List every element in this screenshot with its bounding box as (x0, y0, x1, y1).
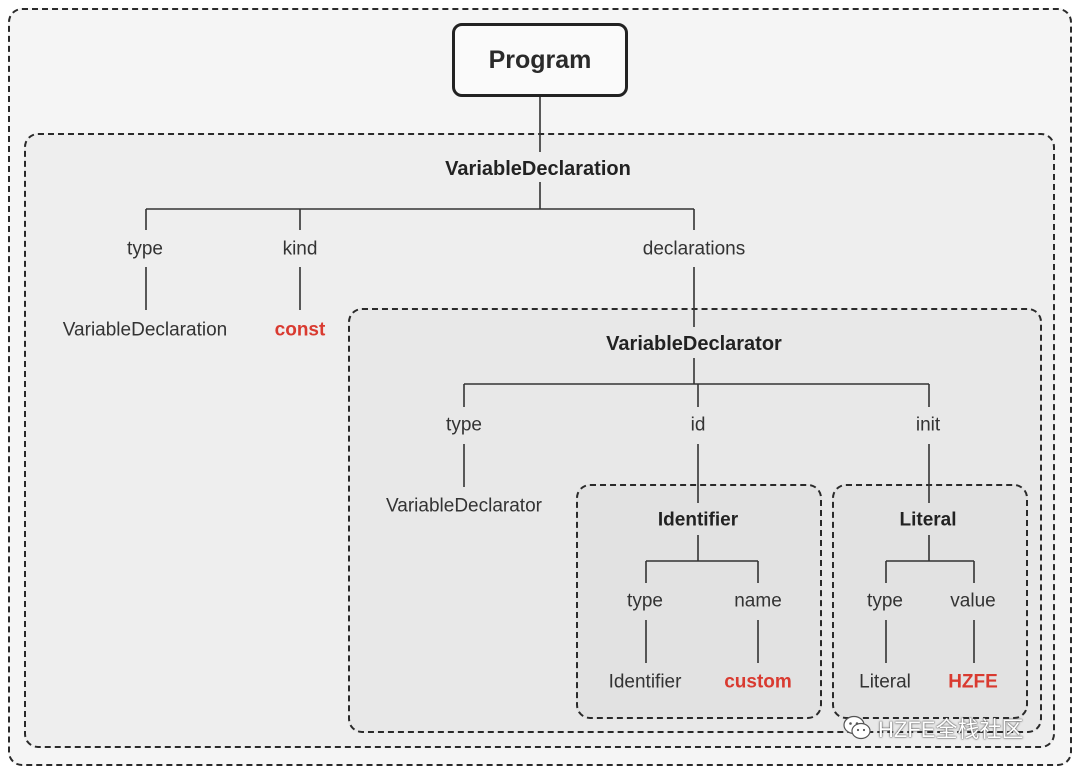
program-node: Program (452, 23, 628, 97)
literal-type-value: Literal (859, 671, 911, 693)
literal-type-key: type (867, 590, 903, 612)
vd-type-value: VariableDeclaration (62, 319, 228, 341)
vd-type-key: type (127, 238, 163, 260)
vdr-type-value: VariableDeclarator (386, 495, 542, 517)
identifier-container (576, 484, 822, 719)
vdr-id-key: id (690, 414, 706, 436)
watermark-text: HZFE全栈社区 (878, 717, 1024, 742)
vdr-init-key: init (915, 414, 941, 436)
vdr-type-key: type (446, 414, 482, 436)
variable-declarator-title: VariableDeclarator (606, 333, 782, 355)
literal-value-value: HZFE (948, 671, 998, 693)
identifier-title: Identifier (657, 509, 739, 531)
literal-value-key: value (950, 590, 996, 612)
wechat-icon (843, 715, 871, 740)
variable-declaration-title: VariableDeclaration (445, 158, 631, 180)
vd-kind-key: kind (282, 238, 318, 260)
identifier-type-key: type (627, 590, 663, 612)
program-label: Program (488, 45, 592, 74)
watermark: HZFE全栈社区 (842, 712, 1023, 744)
vd-declarations-key: declarations (642, 238, 746, 260)
vd-kind-value: const (274, 319, 326, 341)
literal-title: Literal (899, 509, 957, 531)
identifier-name-key: name (734, 590, 782, 612)
literal-container (832, 484, 1028, 719)
identifier-name-value: custom (724, 671, 792, 693)
identifier-type-value: Identifier (608, 671, 682, 693)
